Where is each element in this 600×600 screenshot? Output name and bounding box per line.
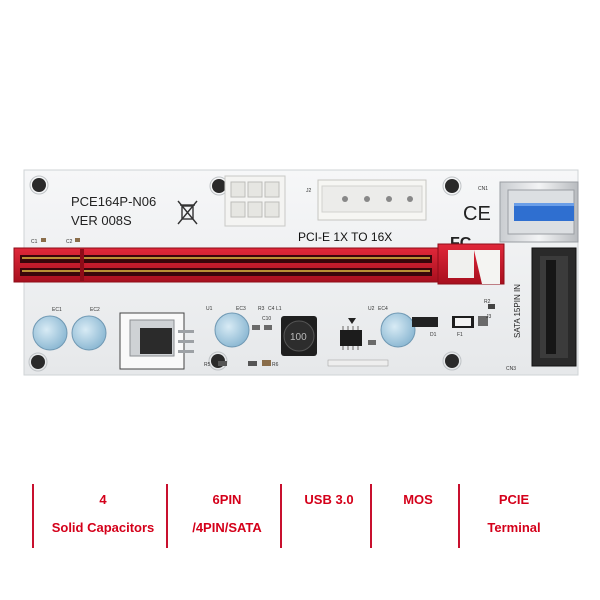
sata-connector xyxy=(531,247,577,367)
molex-connector xyxy=(317,179,427,221)
feature-divider xyxy=(166,484,168,548)
feature-capacitors: 4 Solid Capacitors xyxy=(32,478,166,558)
pcie-x16-slot xyxy=(13,243,505,285)
svg-text:100: 100 xyxy=(290,332,307,343)
feature-divider xyxy=(280,484,282,548)
slot-label: PCI-E 1X TO 16X xyxy=(298,230,392,244)
model-label: PCE164P-N06 xyxy=(71,194,156,209)
feature-line2: Terminal xyxy=(487,520,541,535)
smd-components xyxy=(218,304,495,367)
svg-text:C1: C1 xyxy=(31,239,38,245)
feature-line1: 6PIN xyxy=(212,492,242,507)
feature-usb: USB 3.0 xyxy=(280,478,370,558)
six-pin-connector xyxy=(224,175,286,227)
svg-text:L1: L1 xyxy=(276,306,282,312)
svg-text:EC4: EC4 xyxy=(378,306,388,312)
solid-capacitors xyxy=(32,312,416,351)
feature-mos: MOS xyxy=(370,478,458,558)
svg-text:C2: C2 xyxy=(66,239,73,245)
svg-text:R6: R6 xyxy=(272,362,279,368)
svg-text:U1: U1 xyxy=(206,306,213,312)
svg-text:C10: C10 xyxy=(262,316,271,322)
svg-text:R5: R5 xyxy=(204,362,211,368)
svg-text:EC3: EC3 xyxy=(236,306,246,312)
version-label: VER 008S xyxy=(71,213,132,228)
inductor: 100 xyxy=(281,316,317,356)
mos-regulator xyxy=(119,312,194,370)
svg-text:F1: F1 xyxy=(457,332,463,338)
svg-text:D1: D1 xyxy=(430,332,437,338)
feature-line1: PCIE xyxy=(498,492,530,507)
feature-strip: 4 Solid Capacitors 6PIN /4PIN/SATA USB 3… xyxy=(0,478,600,558)
riser-board: PCE164P-N06 VER 008S J2 PCI-E 1X TO 16X … xyxy=(13,169,579,376)
weee-bin-icon xyxy=(177,200,198,225)
feature-line2: Solid Capacitors xyxy=(51,520,155,535)
feature-line1: 4 xyxy=(99,492,107,507)
svg-text:C4: C4 xyxy=(268,306,275,312)
svg-text:U2: U2 xyxy=(368,306,375,312)
svg-text:CN1: CN1 xyxy=(478,186,488,192)
svg-text:EC2: EC2 xyxy=(90,307,100,313)
feature-pcie: PCIE Terminal xyxy=(458,478,562,558)
control-chip xyxy=(340,318,362,350)
feature-divider xyxy=(370,484,372,548)
feature-power-connectors: 6PIN /4PIN/SATA xyxy=(166,478,280,558)
svg-text:R2: R2 xyxy=(484,299,491,305)
riser-board-photo: PCE164P-N06 VER 008S J2 PCI-E 1X TO 16X … xyxy=(13,169,579,376)
sata-label: SATA 15PIN IN xyxy=(513,284,522,338)
ce-mark: CE xyxy=(463,203,491,225)
feature-divider xyxy=(458,484,460,548)
svg-text:J2: J2 xyxy=(306,188,312,194)
svg-text:EC1: EC1 xyxy=(52,307,62,313)
usb3-connector xyxy=(499,181,579,243)
feature-divider xyxy=(32,484,34,548)
feature-line1: MOS xyxy=(403,492,433,507)
feature-line1: USB 3.0 xyxy=(304,492,354,507)
svg-text:J3: J3 xyxy=(486,314,492,320)
svg-text:CN3: CN3 xyxy=(506,366,516,372)
svg-text:R3: R3 xyxy=(258,306,265,312)
feature-line2: /4PIN/SATA xyxy=(192,520,262,535)
